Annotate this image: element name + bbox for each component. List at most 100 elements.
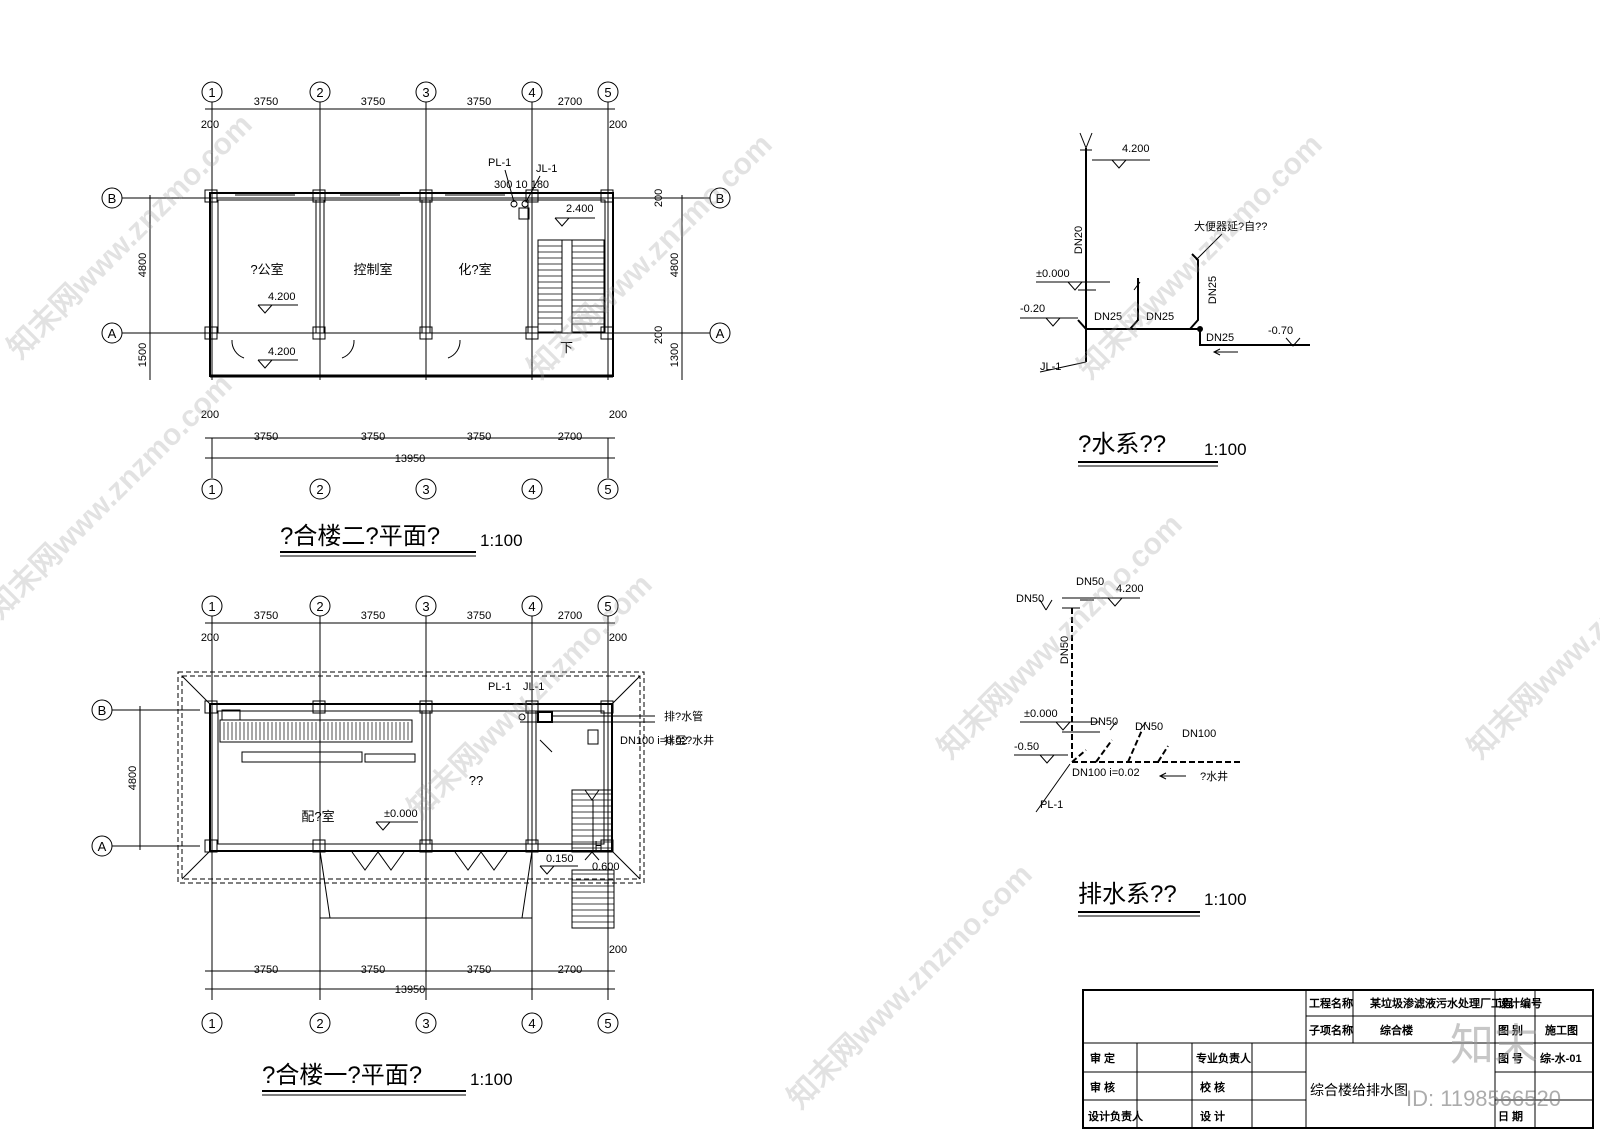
plan1-scale: 1:100 — [470, 1070, 513, 1089]
drain-elev-top: 4.200 — [1116, 583, 1144, 595]
stair-down-label: 下 — [560, 340, 573, 355]
supply-dn25-a: DN25 — [1094, 311, 1122, 323]
drain-dn50-vertical: DN50 — [1059, 636, 1071, 664]
supply-elev-m020: -0.20 — [1020, 303, 1045, 315]
dim-bay4: 2700 — [558, 431, 582, 443]
axis-label: 2 — [316, 1016, 323, 1031]
dim-bay3: 3750 — [467, 431, 491, 443]
pl-label: PL-1 — [488, 681, 511, 693]
axis-label: A — [98, 839, 107, 854]
brand-watermark: 知末 — [1450, 1021, 1538, 1070]
drain-label: PL-1 — [1040, 799, 1063, 811]
pipe-slope: DN100 i=0.02 — [620, 735, 688, 747]
tb-review: 审 核 — [1090, 1080, 1115, 1094]
drain-dn50-d: DN50 — [1090, 716, 1118, 728]
axis-label: 4 — [528, 1016, 535, 1031]
dim-edge: 200 — [609, 944, 627, 956]
tb-drawing-name: 综合楼给排水图 — [1310, 1082, 1408, 1098]
jl-label: JL-1 — [536, 163, 557, 175]
tb-dwg-value: 综-水-01 — [1540, 1051, 1582, 1065]
tb-stage-label: 图 别 — [1498, 1023, 1523, 1037]
dim-edge: 200 — [609, 409, 627, 421]
supply-note: 大便器延?自?? — [1194, 219, 1267, 233]
axis-label: 1 — [208, 482, 215, 497]
id-watermark: ID: 1198566520 — [1406, 1086, 1561, 1111]
tb-check: 校 核 — [1200, 1080, 1225, 1094]
axis-label: 1 — [208, 85, 215, 100]
room-office: ?公室 — [250, 262, 283, 277]
note-drain-pipe: 排?水管 — [664, 709, 703, 723]
second-floor-plan: 1 2 3 4 5 3750 3750 3750 2700 200 200 B … — [101, 81, 731, 557]
plan2-title: ?合楼二?平面? — [280, 523, 440, 550]
room-elevation: 4.200 — [268, 291, 296, 303]
supply-elev-top: 4.200 — [1122, 143, 1150, 155]
dim-right-200: 200 — [653, 326, 665, 344]
drain-dn50-b: DN50 — [1076, 576, 1104, 588]
tb-project-value: 某垃圾渗滤液污水处理厂工程 — [1369, 996, 1513, 1010]
dim-edge: 200 — [201, 632, 219, 644]
supply-scale: 1:100 — [1204, 440, 1247, 459]
room-lab: 化?室 — [458, 262, 491, 277]
dim-depth: 4800 — [137, 253, 149, 277]
room-second: ?? — [469, 773, 483, 788]
site-watermark: 知末网www.znzmo.com — [1072, 128, 1329, 385]
tb-stage-value: 施工图 — [1545, 1023, 1578, 1037]
drain-dn50-e: DN50 — [1135, 721, 1163, 733]
axis-label: 1 — [208, 599, 215, 614]
jl-label: JL-1 — [523, 681, 544, 693]
axis-label: 3 — [422, 482, 429, 497]
note-to-well: 排至?水井 — [664, 733, 714, 747]
dim-bay2: 3750 — [361, 964, 385, 976]
axis-label: 3 — [422, 85, 429, 100]
drain-note: ?水井 — [1200, 769, 1228, 783]
tb-design-lead: 设计负责人 — [1088, 1109, 1144, 1123]
axis-label: 5 — [604, 85, 611, 100]
drain-dn100: DN100 — [1182, 728, 1216, 740]
tb-sub-value: 综合楼 — [1380, 1023, 1413, 1037]
supply-elev-zero: ±0.000 — [1036, 268, 1070, 280]
drain-elev-zero: ±0.000 — [1024, 708, 1058, 720]
dim-bay4: 2700 — [558, 96, 582, 108]
plan1-stair: 上 — [571, 789, 615, 929]
dim-corridor-right: 1300 — [669, 343, 681, 367]
supply-dn25-b: DN25 — [1146, 311, 1174, 323]
dim-bay1: 3750 — [254, 964, 278, 976]
dim-bay4: 2700 — [558, 610, 582, 622]
supply-dn25-c: DN25 — [1206, 332, 1234, 344]
tb-dwg-label: 图 号 — [1498, 1052, 1523, 1065]
plan2-bottom-axis-markers: 1 2 3 4 5 — [201, 478, 619, 500]
plan2-stair: 下 2.400 — [537, 203, 605, 355]
dim-edge: 200 — [201, 119, 219, 131]
dim-bay1: 3750 — [254, 96, 278, 108]
tb-sub-label: 子项名称 — [1309, 1023, 1353, 1037]
dim-total: 13950 — [395, 984, 426, 996]
dim-bay2: 3750 — [361, 96, 385, 108]
dim-bay1: 3750 — [254, 610, 278, 622]
pl-label: PL-1 — [488, 157, 511, 169]
supply-elev-m070: -0.70 — [1268, 325, 1293, 337]
drainage-diagram: DN50 DN50 4.200 DN50 ±0.000 DN50 DN50 DN… — [1014, 576, 1247, 917]
dim-edge: 200 — [609, 119, 627, 131]
dim-bay4: 2700 — [558, 964, 582, 976]
tb-spec-lead: 专业负责人 — [1196, 1051, 1252, 1065]
dim-total: 13950 — [395, 453, 426, 465]
porch-elevation: 0.150 — [546, 853, 574, 865]
room-switchgear: 配?室 — [301, 809, 334, 824]
supply-dn25-vertical: DN25 — [1207, 276, 1219, 304]
axis-label: 3 — [422, 1016, 429, 1031]
dim-bay3: 3750 — [467, 610, 491, 622]
tb-approve: 审 定 — [1090, 1051, 1115, 1065]
dim-right-200: 200 — [653, 189, 665, 207]
axis-label: 2 — [316, 482, 323, 497]
tb-design-no: 设计编号 — [1498, 996, 1542, 1010]
dim-edge: 200 — [609, 632, 627, 644]
axis-label: B — [98, 703, 107, 718]
supply-dn20: DN20 — [1073, 226, 1085, 254]
axis-label: 3 — [422, 599, 429, 614]
axis-label: 5 — [604, 482, 611, 497]
drain-title: 排水系?? — [1078, 881, 1177, 908]
site-watermark: 知末网www.znzmo.com — [522, 128, 779, 385]
supply-title: ?水系?? — [1078, 431, 1166, 458]
axis-label: 5 — [604, 1016, 611, 1031]
